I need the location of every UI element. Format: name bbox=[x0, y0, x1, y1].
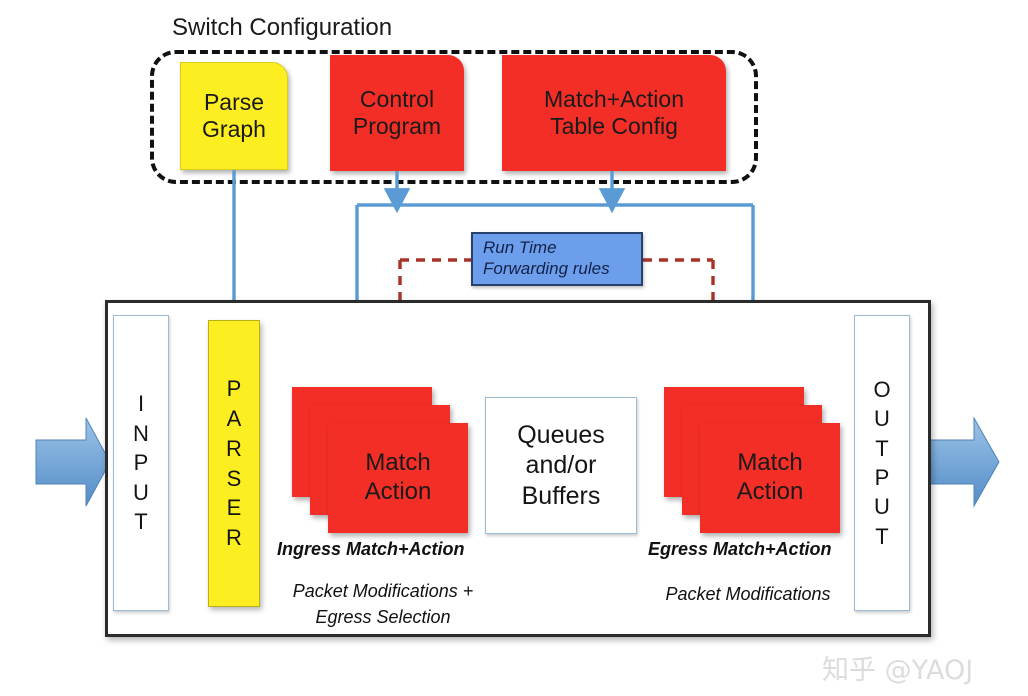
parser-char-6: R bbox=[226, 525, 242, 551]
parser-char-2: A bbox=[226, 405, 242, 431]
egress-match-action-stack[interactable]: Match Action bbox=[664, 387, 840, 533]
output-char-3: T bbox=[875, 435, 889, 461]
egress-match-action-card-front[interactable]: Match Action bbox=[700, 423, 840, 533]
parser-box[interactable]: P A R S E R bbox=[208, 320, 260, 607]
parse-graph-card[interactable]: Parse Graph bbox=[180, 62, 288, 170]
control-program-line-1: Control bbox=[359, 85, 435, 112]
egress-card-line-1: Match bbox=[737, 449, 803, 477]
packet-in-arrow bbox=[35, 417, 111, 507]
output-char-4: P bbox=[874, 465, 890, 490]
table-config-line-2: Table Config bbox=[550, 113, 678, 139]
ingress-card-line-2: Action bbox=[364, 478, 432, 505]
ingress-caption: Ingress Match+Action bbox=[277, 539, 465, 559]
control-program-card[interactable]: Control Program bbox=[330, 55, 464, 171]
parser-char-4: S bbox=[226, 465, 242, 491]
ingress-subcaption-line-1: Packet Modifications + bbox=[292, 581, 474, 601]
parser-char-1: P bbox=[226, 375, 242, 401]
runtime-line-1: Run Time bbox=[483, 238, 557, 258]
parser-char-3: R bbox=[226, 435, 242, 461]
parser-char-5: E bbox=[226, 495, 242, 521]
egress-caption: Egress Match+Action bbox=[648, 539, 832, 559]
input-char-3: P bbox=[133, 450, 149, 476]
control-program-line-2: Program bbox=[352, 113, 442, 139]
output-char-5: U bbox=[874, 494, 890, 520]
packet-out-arrow bbox=[925, 416, 1000, 508]
runtime-line-2: Forwarding rules bbox=[483, 259, 610, 278]
input-char-1: I bbox=[137, 391, 145, 417]
output-char-2: U bbox=[874, 406, 890, 432]
output-char-6: T bbox=[875, 523, 889, 549]
parse-graph-line-1: Parse bbox=[203, 88, 265, 115]
input-char-5: T bbox=[134, 509, 148, 535]
queues-line-1: Queues bbox=[517, 420, 605, 449]
output-char-1: O bbox=[873, 376, 891, 402]
ingress-card-line-1: Match bbox=[365, 449, 431, 477]
queues-line-3: Buffers bbox=[521, 481, 601, 510]
input-char-2: N bbox=[133, 420, 149, 446]
runtime-forwarding-rules-box[interactable]: Run Time Forwarding rules bbox=[471, 232, 643, 286]
input-port-box[interactable]: I N P U T bbox=[113, 315, 169, 611]
egress-subcaption-line-1: Packet Modifications bbox=[665, 584, 831, 604]
parse-graph-line-2: Graph bbox=[202, 116, 266, 142]
ingress-subcaption: Packet Modifications + Egress Selection bbox=[268, 578, 498, 630]
table-config-line-1: Match+Action bbox=[544, 85, 684, 112]
switch-configuration-title: Switch Configuration bbox=[172, 14, 393, 41]
match-action-table-config-card[interactable]: Match+Action Table Config bbox=[502, 55, 726, 171]
input-char-4: U bbox=[133, 479, 149, 505]
queues-and-buffers-box[interactable]: Queues and/or Buffers bbox=[485, 397, 637, 534]
ingress-subcaption-line-2: Egress Selection bbox=[315, 607, 451, 628]
output-port-box[interactable]: O U T P U T bbox=[854, 315, 910, 611]
ingress-match-action-stack[interactable]: Match Action bbox=[292, 387, 468, 533]
queues-line-2: and/or bbox=[525, 451, 597, 480]
ingress-match-action-card-front[interactable]: Match Action bbox=[328, 423, 468, 533]
watermark: 知乎 @YAOJ bbox=[822, 655, 974, 686]
egress-subcaption: Packet Modifications bbox=[648, 581, 848, 607]
egress-card-line-2: Action bbox=[736, 478, 804, 505]
